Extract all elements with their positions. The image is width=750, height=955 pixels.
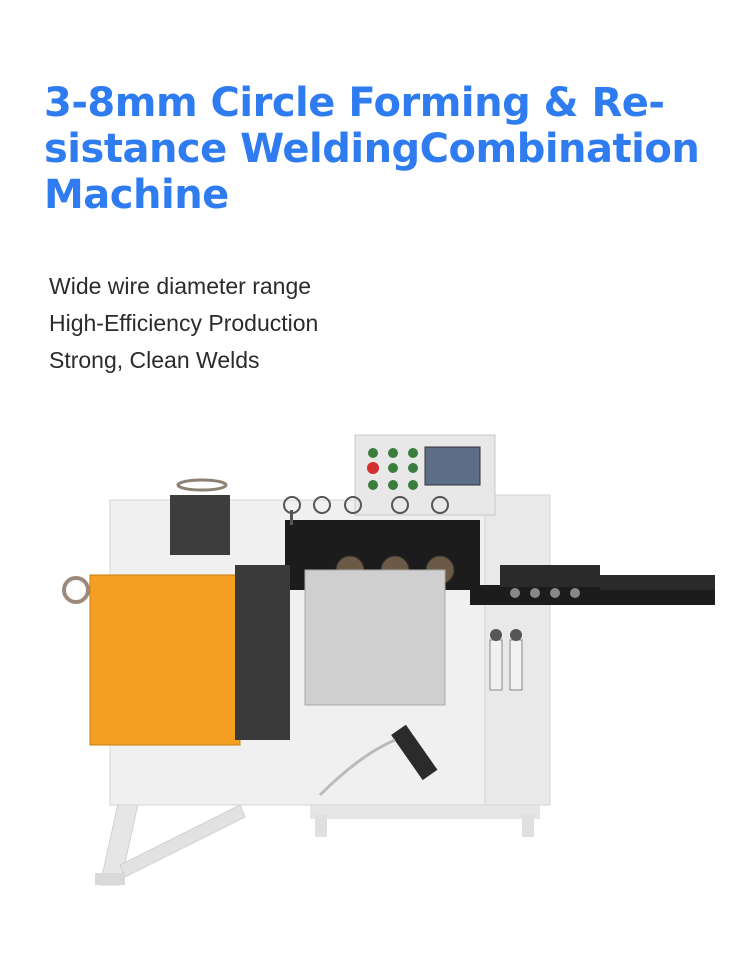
title-line-2: sistance WeldingCombination (44, 126, 700, 172)
air-filter (489, 629, 523, 691)
feature-item: Wide wire diameter range (49, 273, 312, 299)
machine-image (62, 434, 715, 886)
feeding-arm (470, 565, 715, 605)
feature-item: Strong, Clean Welds (49, 347, 260, 373)
pneumatic-cylinder (318, 724, 438, 797)
guard-panel (304, 569, 446, 706)
feature-list: Wide wire diameter range High-Efficiency… (49, 268, 318, 379)
feature-item: High-Efficiency Production (49, 310, 319, 336)
machine-frame (95, 794, 540, 886)
title-line-3: Machine (44, 172, 229, 218)
title-line-1: 3-8mm Circle Forming & Re- (44, 80, 665, 126)
welding-unit (62, 478, 290, 746)
control-panel (354, 434, 496, 516)
page-title: 3-8mm Circle Forming & Re- sistance Weld… (44, 80, 734, 218)
